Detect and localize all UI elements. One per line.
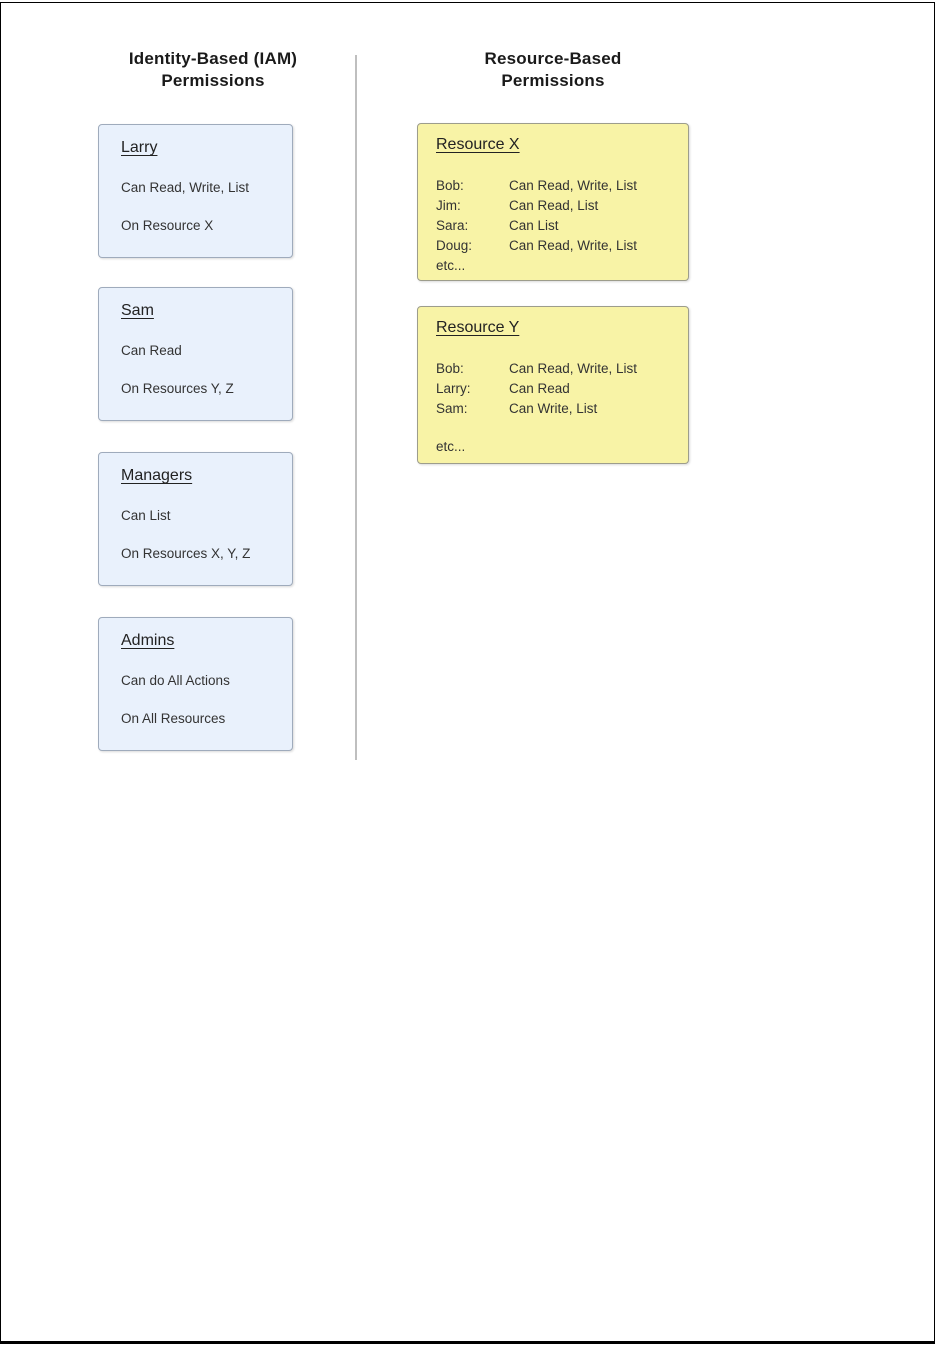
principal-permissions: Can Read (509, 381, 570, 396)
identity-box-managers: Managers Can List On Resources X, Y, Z (98, 452, 293, 586)
principal-permissions: Can Read, Write, List (509, 178, 638, 193)
principal-permissions: Can Read, List (509, 198, 599, 213)
identity-box-heading: Sam (121, 302, 154, 319)
resource-title-line2: Permissions (501, 71, 605, 90)
etc-label: etc... (436, 439, 466, 454)
identity-box-heading: Managers (121, 467, 193, 484)
resource-box-y: Resource Y Bob: Can Read, Write, List La… (417, 306, 689, 464)
resource-column-title: Resource-Based Permissions (403, 48, 703, 92)
principal-name: Sara: (436, 218, 469, 233)
resource-permission-row: Jim: Can Read, List (436, 196, 676, 216)
resource-permission-row: Sara: Can List (436, 216, 676, 236)
principal-name: Bob: (436, 361, 464, 376)
identity-box-scope: On Resource X (121, 218, 214, 233)
resource-title-line1: Resource-Based (484, 49, 622, 68)
identity-box-scope: On Resources X, Y, Z (121, 546, 251, 561)
principal-name: Bob: (436, 178, 464, 193)
resource-box-x: Resource X Bob: Can Read, Write, List Ji… (417, 123, 689, 281)
identity-box-permissions: Can List (121, 508, 171, 523)
resource-permission-row: Bob: Can Read, Write, List (436, 176, 676, 196)
principal-permissions: Can Write, List (509, 401, 598, 416)
identity-box-scope: On Resources Y, Z (121, 381, 234, 396)
identity-column-title: Identity-Based (IAM) Permissions (63, 48, 363, 92)
principal-permissions: Can Read, Write, List (509, 238, 638, 253)
principal-name: Larry: (436, 381, 471, 396)
resource-permission-row: Larry: Can Read (436, 379, 676, 399)
resource-permission-row: Bob: Can Read, Write, List (436, 359, 676, 379)
principal-name: Jim: (436, 198, 461, 213)
principal-name: Sam: (436, 401, 468, 416)
identity-title-line2: Permissions (161, 71, 265, 90)
principal-name: Doug: (436, 238, 473, 253)
identity-box-admins: Admins Can do All Actions On All Resourc… (98, 617, 293, 751)
resource-permission-row: Doug: Can Read, Write, List (436, 236, 676, 256)
identity-box-scope: On All Resources (121, 711, 226, 726)
identity-box-heading: Larry (121, 139, 158, 156)
principal-permissions: Can List (509, 218, 559, 233)
identity-box-larry: Larry Can Read, Write, List On Resource … (98, 124, 293, 258)
identity-box-heading: Admins (121, 632, 175, 649)
identity-box-permissions: Can Read, Write, List (121, 180, 250, 195)
identity-box-permissions: Can do All Actions (121, 673, 230, 688)
identity-title-line1: Identity-Based (IAM) (128, 49, 298, 68)
resource-box-heading: Resource X (436, 136, 520, 153)
identity-box-permissions: Can Read (121, 343, 182, 358)
identity-box-sam: Sam Can Read On Resources Y, Z (98, 287, 293, 421)
resource-box-heading: Resource Y (436, 319, 520, 336)
principal-permissions: Can Read, Write, List (509, 361, 638, 376)
resource-permission-row: Sam: Can Write, List (436, 399, 676, 419)
etc-label: etc... (436, 258, 466, 273)
column-divider-line (355, 55, 357, 760)
